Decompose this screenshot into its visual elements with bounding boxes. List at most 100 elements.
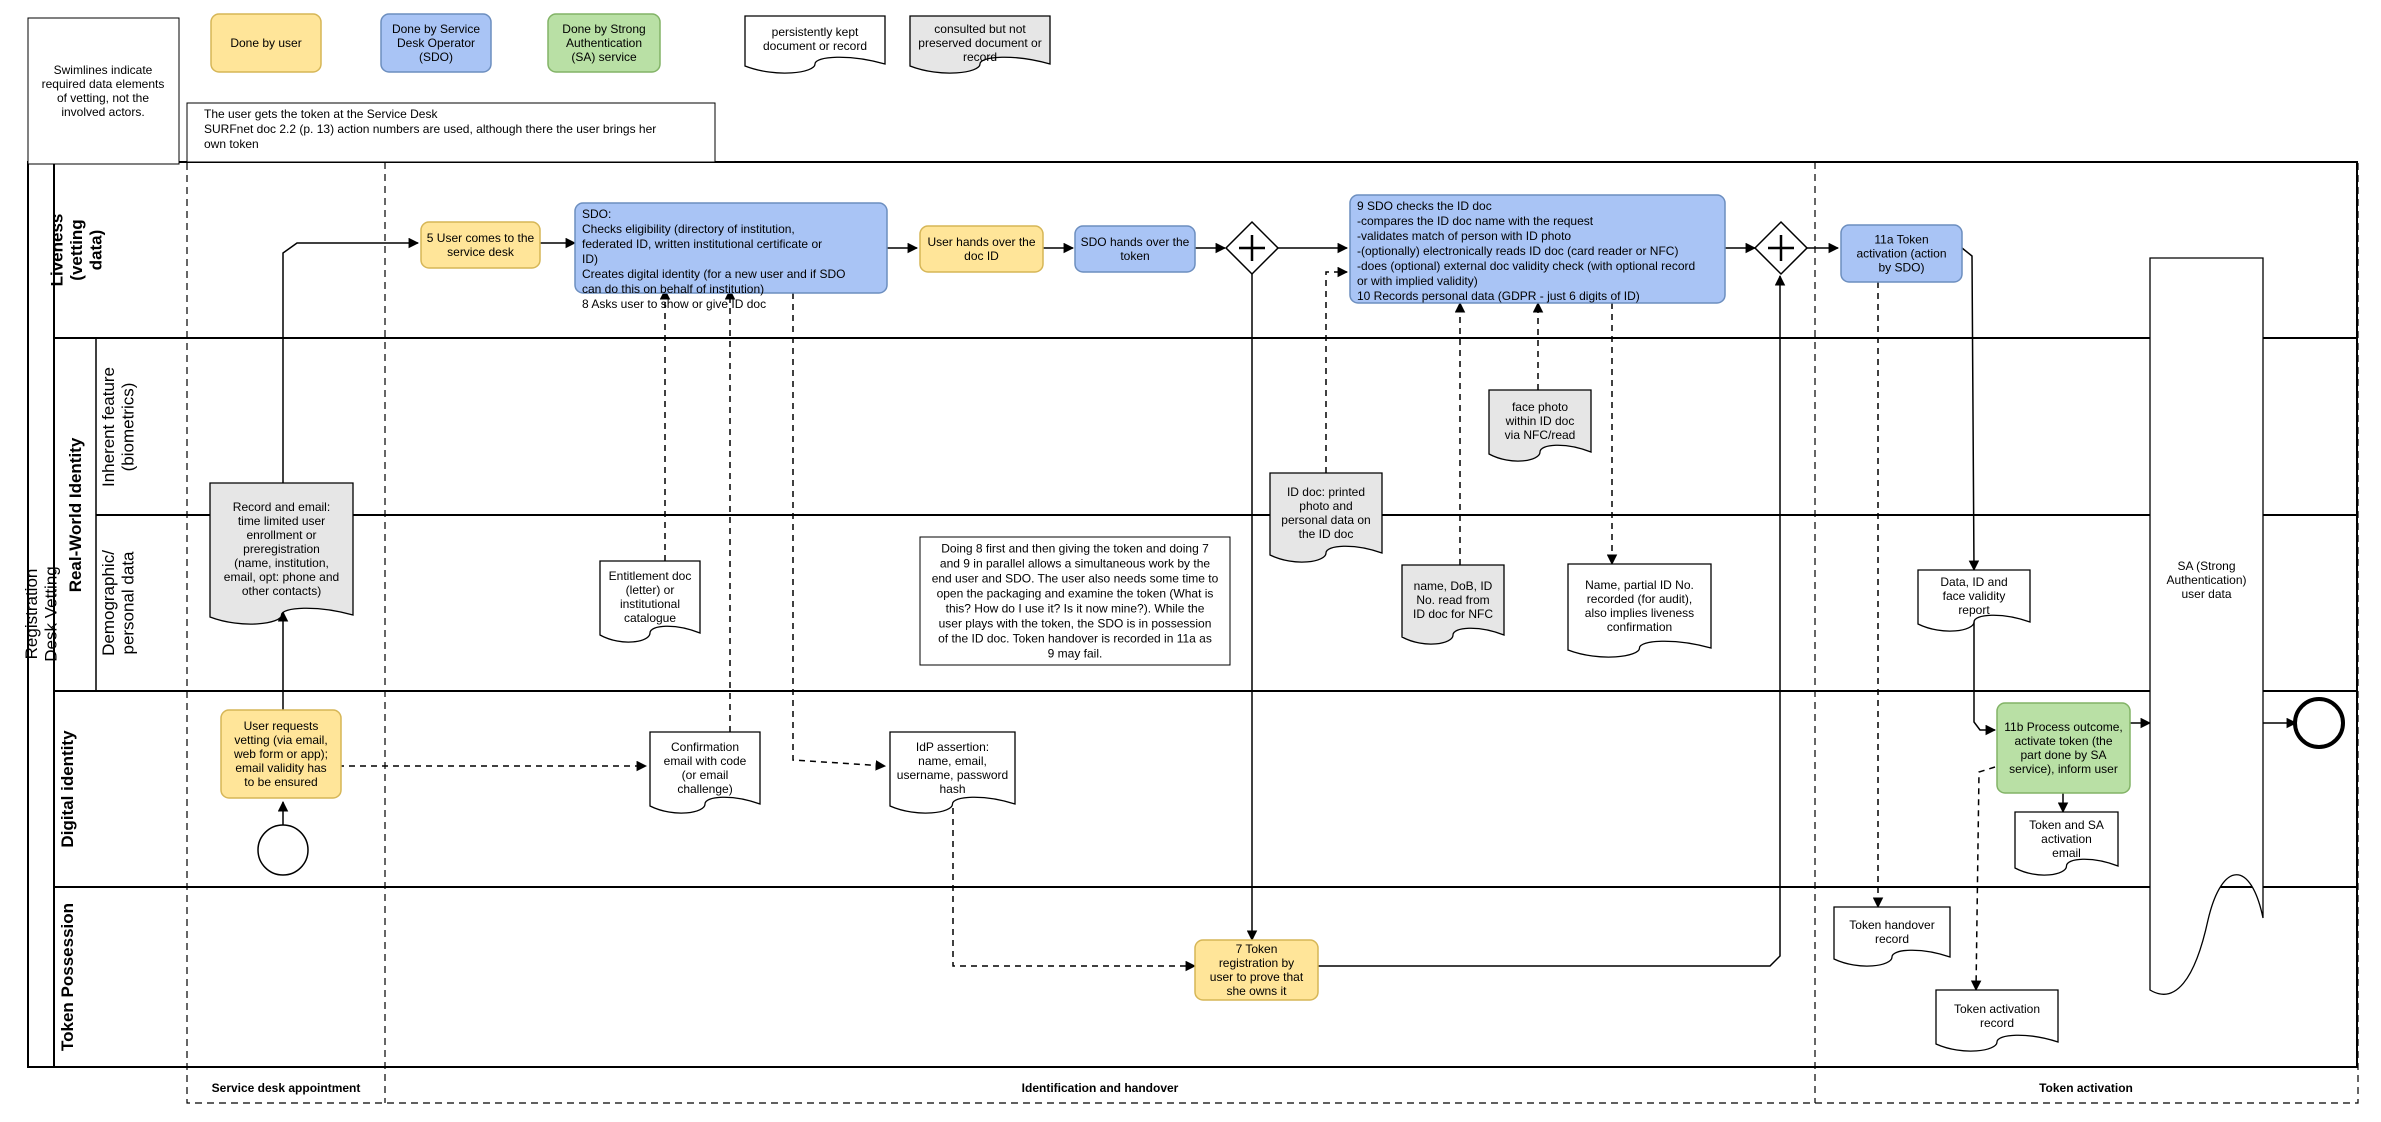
task-process-outcome-11b-shape [1996, 702, 2131, 794]
edge-11b-to-activation-record [1970, 766, 1996, 992]
legend-done-by-user[interactable]: Done by user [210, 13, 322, 73]
doc-token-sa-activation-email-shape [2014, 811, 2119, 876]
lane-title-inherent-feature: Inherent feature(biometrics) [99, 367, 138, 487]
legend-done-by-user-label: Done by user [230, 36, 301, 50]
pool-title: RegistrationDesk Vetting [22, 566, 61, 661]
parallel-gateway-split[interactable] [1224, 220, 1280, 276]
edge-record-to-user-comes [282, 237, 420, 488]
legend-kept-document-shape [744, 15, 886, 74]
legend-done-by-sa-shape [547, 13, 661, 73]
task-sdo-hands-over-token-shape [1074, 225, 1196, 273]
lane-title-real-world-identity: Real-World Identity [66, 437, 85, 592]
annotation-parallel: Doing 8 first and then giving the token … [932, 542, 1219, 661]
doc-idp-assertion-shape [889, 731, 1016, 814]
doc-entitlement-shape [599, 560, 701, 643]
annotation-parallel-box [919, 536, 1231, 666]
task-sdo-checks-id-doc[interactable]: 9 SDO checks the ID doc-compares the ID … [1349, 194, 1726, 304]
lane-title-token-possession: Token Possession [58, 903, 77, 1051]
task-user-hands-over-doc-shape [919, 225, 1044, 273]
phase-label-appointment: Service desk appointment [212, 1081, 361, 1095]
doc-id-doc-printed-shape [1269, 472, 1383, 563]
phase-label-token-activation: Token activation [2039, 1081, 2133, 1095]
lane-title-demographic: Demographic/personal data [99, 550, 138, 656]
edge-data-report-to-11b [1973, 614, 1997, 736]
end-event[interactable] [2293, 697, 2345, 749]
legend-done-by-user-shape [210, 13, 322, 73]
task-sdo-checks-id-doc-label: 9 SDO checks the ID doc-compares the ID … [1357, 199, 1695, 303]
pool-border [27, 161, 2358, 1068]
legend-done-by-sdo-shape [380, 13, 492, 73]
edge-sdo-check-to-idp [792, 293, 887, 771]
edge-token-reg-to-gateway2 [1318, 274, 1786, 967]
phase-label-identification: Identification and handover [1022, 1081, 1179, 1095]
doc-confirmation-email-shape [649, 731, 761, 814]
lane-title-digital-identity: Digital identity [58, 730, 77, 848]
doc-idp-assertion-label: IdP assertion:name, email,username, pass… [897, 740, 1008, 796]
doc-name-partial-id-shape [1567, 563, 1712, 658]
doc-name-partial-id[interactable]: Name, partial ID No.recorded (for audit)… [1567, 563, 1712, 658]
doc-name-dob-shape [1401, 564, 1505, 645]
legend-consulted-document-shape [909, 15, 1051, 74]
task-sdo-checks-id-doc-shape [1349, 194, 1726, 304]
plus-icon [1239, 235, 1265, 261]
header-note-box [186, 102, 716, 163]
doc-sa-user-data-shape [2149, 257, 2264, 995]
doc-idp-assertion[interactable]: IdP assertion:name, email,username, pass… [889, 731, 1016, 814]
doc-token-activation-record-shape [1935, 989, 2059, 1052]
task-user-comes-to-service-desk-shape [420, 221, 541, 269]
parallel-gateway-join[interactable] [1753, 220, 1809, 276]
edge-id-doc-to-id-check [1325, 266, 1349, 473]
lane-title-liveness: Liveness(vettingdata) [47, 214, 105, 287]
edge-idp-to-token-reg [952, 808, 1197, 972]
doc-data-id-face-report-shape [1917, 569, 2031, 632]
legend-swimlines-box [27, 17, 180, 165]
task-sdo-checks-eligibility-shape [574, 202, 888, 294]
task-sdo-checks-eligibility[interactable]: SDO:Checks eligibility (directory of ins… [574, 202, 888, 311]
plus-icon [1768, 235, 1794, 261]
start-event[interactable] [257, 824, 309, 876]
edge-11a-to-data-report [1961, 247, 1980, 572]
doc-name-partial-id-label: Name, partial ID No.recorded (for audit)… [1585, 578, 1694, 634]
task-sdo-checks-eligibility-label: SDO:Checks eligibility (directory of ins… [582, 207, 845, 311]
